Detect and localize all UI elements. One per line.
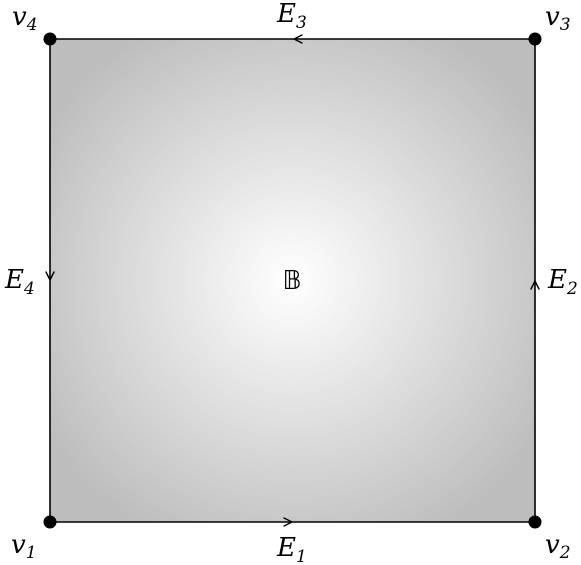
- vertex-label-v1: v1: [11, 530, 37, 563]
- edge-label-e4: E4: [4, 265, 35, 299]
- vertex-v4-dot: [43, 32, 57, 46]
- vertex-label-v2: v2: [545, 530, 571, 563]
- region-label: 𝔹: [282, 266, 301, 296]
- arrow-e3-icon: [292, 34, 303, 44]
- vertex-label-v4: v4: [12, 2, 38, 35]
- vertex-v1-dot: [43, 515, 57, 529]
- edge-label-e3: E3: [276, 0, 307, 33]
- arrow-e4-icon: [45, 271, 55, 282]
- edge-label-e1: E1: [276, 533, 307, 565]
- edge-arrows: [45, 34, 540, 527]
- arrow-e2-icon: [530, 279, 540, 290]
- vertex-v3-dot: [528, 32, 542, 46]
- vertices: [43, 32, 542, 529]
- edge-label-e2: E2: [547, 265, 578, 299]
- region-b: [50, 39, 535, 522]
- arrow-e1-icon: [283, 517, 294, 527]
- vertex-label-v3: v3: [545, 2, 571, 35]
- vertex-v2-dot: [528, 515, 542, 529]
